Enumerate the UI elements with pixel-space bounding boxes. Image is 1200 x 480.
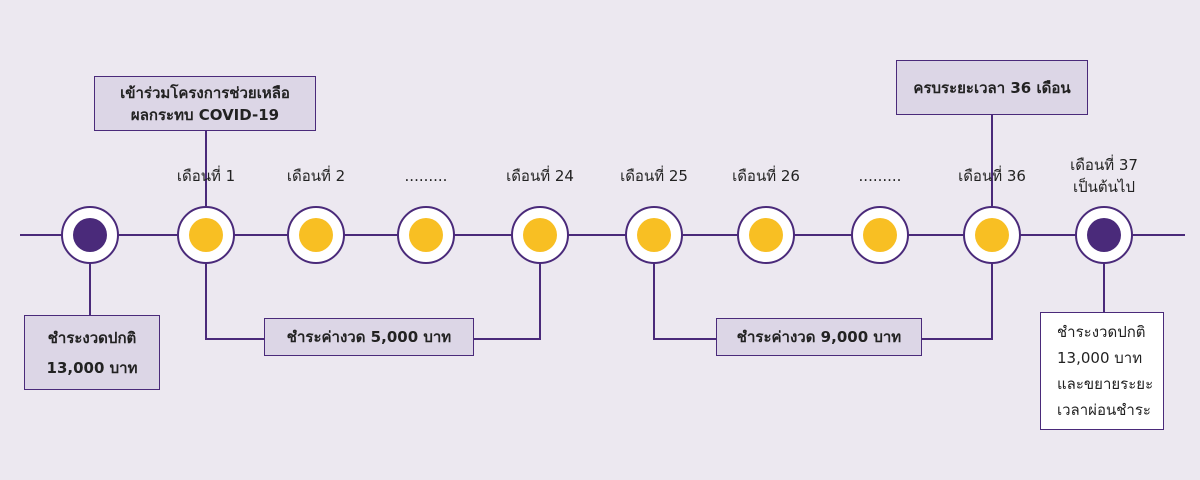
box-normal-payment-extended-line-3: และขยายระยะ	[1057, 375, 1154, 393]
node-label-month-1: เดือนที่ 1	[176, 167, 236, 185]
box-normal-payment-start-line-2: 13,000 บาท	[46, 358, 138, 377]
node-label-month-24: เดือนที่ 24	[506, 167, 574, 185]
timeline-node-dot-yellow	[863, 218, 897, 252]
box-pay-5000: ชำระค่างวด 5,000 บาท	[264, 318, 474, 356]
node-label-month-26: เดือนที่ 26	[732, 167, 800, 185]
box-normal-payment-extended-line-4: เวลาผ่อนชำระ	[1057, 401, 1151, 419]
box-pay-9000-text: ชำระค่างวด 9,000 บาท	[736, 328, 902, 346]
timeline-node-dot-purple	[73, 218, 107, 252]
timeline-node-7	[737, 206, 795, 264]
timeline-node-dot-yellow	[523, 218, 557, 252]
timeline-node-dot-yellow	[749, 218, 783, 252]
node-label-month-36: เดือนที่ 36	[958, 167, 1026, 185]
node-label-month-25: เดือนที่ 25	[620, 167, 688, 185]
box-complete-36-line-1: ครบระยะเวลา 36 เดือน	[913, 78, 1071, 97]
box-complete-36-months: ครบระยะเวลา 36 เดือน	[896, 60, 1088, 115]
box-normal-payment-extended: ชำระงวดปกติ 13,000 บาท และขยายระยะ เวลาผ…	[1040, 312, 1164, 430]
timeline-node-dot-purple	[1087, 218, 1121, 252]
node-label-month-37: เดือนที่ 37 เป็นต้นไป	[1070, 156, 1138, 196]
box-normal-payment-extended-line-2: 13,000 บาท	[1057, 349, 1143, 367]
timeline-node-2	[177, 206, 235, 264]
node-label-ellipsis-1: .........	[404, 167, 448, 185]
timeline-node-8	[851, 206, 909, 264]
timeline-node-5	[511, 206, 569, 264]
box-pay-9000: ชำระค่างวด 9,000 บาท	[716, 318, 922, 356]
timeline-node-dot-yellow	[409, 218, 443, 252]
timeline-node-dot-yellow	[637, 218, 671, 252]
box-join-program: เข้าร่วมโครงการช่วยเหลือ ผลกระทบ COVID-1…	[94, 76, 316, 131]
box-join-program-line-2: ผลกระทบ COVID-19	[130, 105, 280, 124]
timeline-node-dot-yellow	[299, 218, 333, 252]
box-pay-5000-text: ชำระค่างวด 5,000 บาท	[286, 328, 452, 346]
timeline-node-3	[287, 206, 345, 264]
box-normal-payment-start: ชำระงวดปกติ 13,000 บาท	[24, 315, 160, 390]
timeline-node-dot-yellow	[975, 218, 1009, 252]
timeline-node-10	[1075, 206, 1133, 264]
node-label-month-2: เดือนที่ 2	[286, 167, 346, 185]
timeline-node-4	[397, 206, 455, 264]
box-normal-payment-extended-line-1: ชำระงวดปกติ	[1057, 323, 1146, 341]
box-join-program-line-1: เข้าร่วมโครงการช่วยเหลือ	[120, 83, 290, 102]
node-label-ellipsis-2: .........	[858, 167, 902, 185]
timeline-node-dot-yellow	[189, 218, 223, 252]
timeline-node-1	[61, 206, 119, 264]
timeline-node-9	[963, 206, 1021, 264]
box-normal-payment-start-line-1: ชำระงวดปกติ	[47, 328, 137, 347]
timeline-node-6	[625, 206, 683, 264]
